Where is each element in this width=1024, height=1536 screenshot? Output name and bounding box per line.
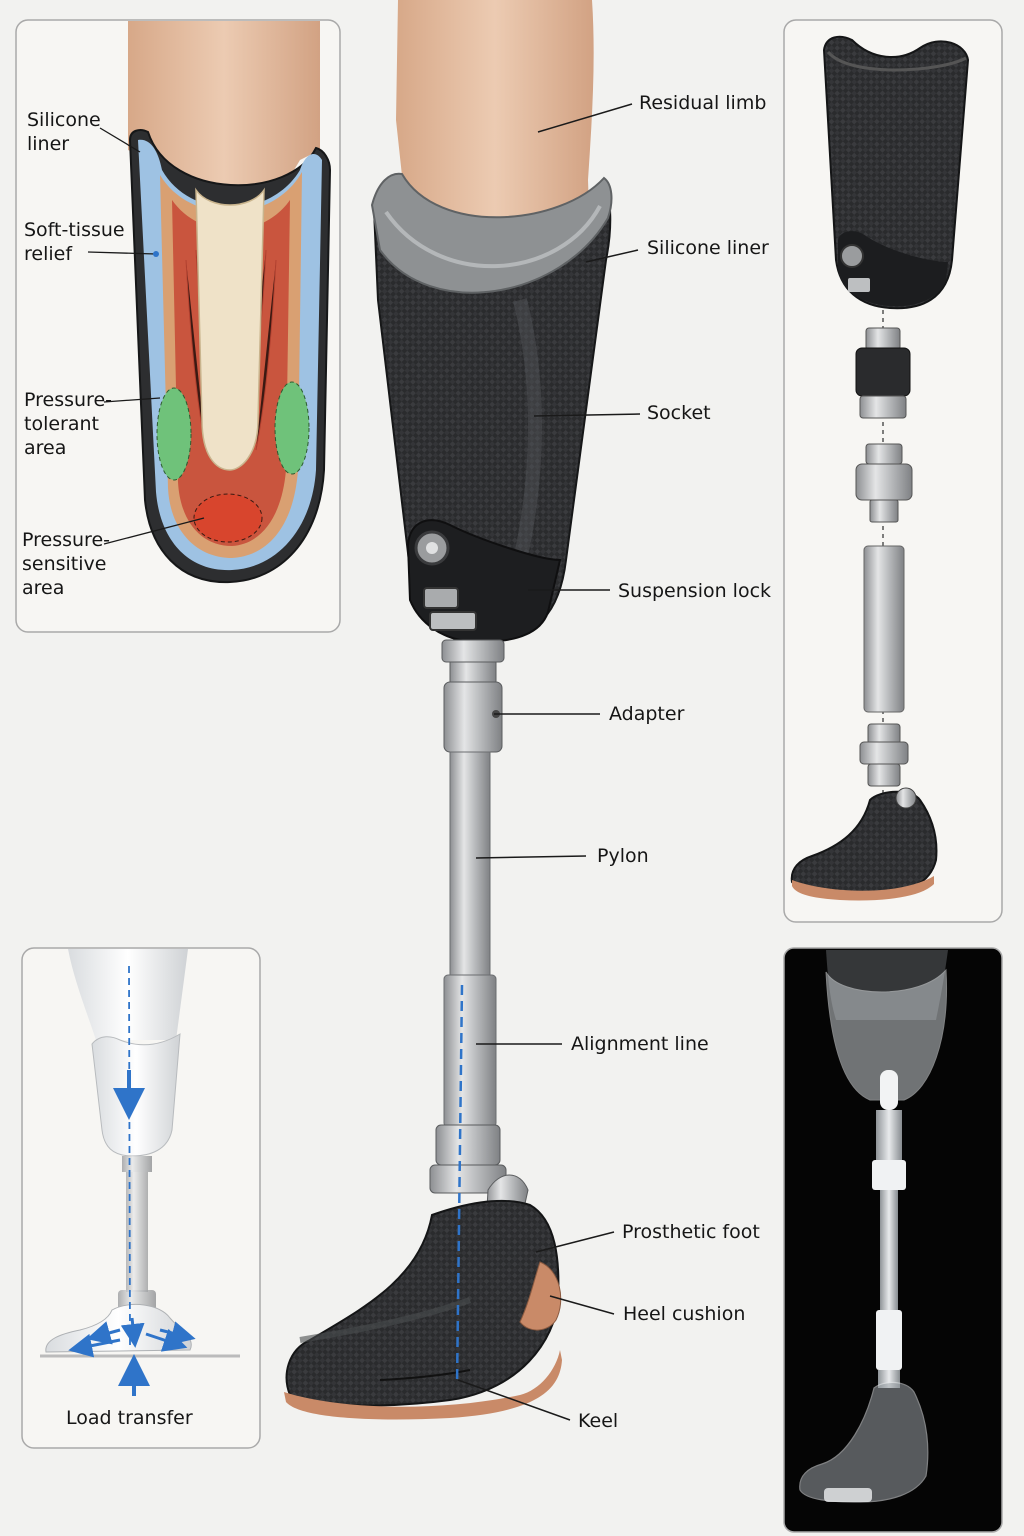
- adapter: [441, 639, 505, 663]
- heel-cushion: [519, 1261, 562, 1331]
- pylon: [449, 751, 491, 983]
- label-load-transfer: Load transfer: [66, 1407, 193, 1429]
- main-prosthesis: [284, 0, 613, 1420]
- label-inset-soft-tissue-relief: Soft-tissue relief: [24, 219, 125, 265]
- pressure-tolerant-zone-left: [156, 387, 192, 481]
- label-adapter: Adapter: [609, 703, 685, 725]
- pressure-sensitive-zone: [193, 493, 263, 543]
- label-inset-silicone-liner: Silicone liner: [27, 109, 101, 155]
- prosthetic-foot: [285, 1199, 560, 1407]
- label-silicone-liner: Silicone liner: [647, 237, 769, 259]
- silicone-liner-rim: [370, 172, 613, 294]
- alignment-line: [455, 984, 464, 1386]
- label-suspension-lock: Suspension lock: [618, 580, 772, 602]
- xray-inset: [783, 947, 1003, 1533]
- pressure-tolerant-zone-right: [274, 381, 310, 475]
- label-residual-limb: Residual limb: [639, 92, 767, 114]
- label-inset-pressure-sensitive: Pressure- sensitive area: [22, 529, 110, 599]
- cross-section-inset: [15, 19, 341, 633]
- exploded-view-inset: [783, 19, 1003, 923]
- label-pylon: Pylon: [597, 845, 649, 867]
- label-prosthetic-foot: Prosthetic foot: [622, 1221, 760, 1243]
- label-keel: Keel: [578, 1410, 619, 1432]
- label-heel-cushion: Heel cushion: [623, 1303, 746, 1325]
- residual-limb: [396, 0, 594, 276]
- label-inset-pressure-tolerant: Pressure- tolerant area: [24, 389, 112, 459]
- bone: [195, 187, 265, 471]
- keel: [379, 1369, 471, 1381]
- label-alignment-line: Alignment line: [571, 1033, 709, 1055]
- load-transfer-inset: [21, 947, 261, 1449]
- main-leader-lines: [457, 103, 641, 1421]
- label-socket: Socket: [647, 402, 711, 424]
